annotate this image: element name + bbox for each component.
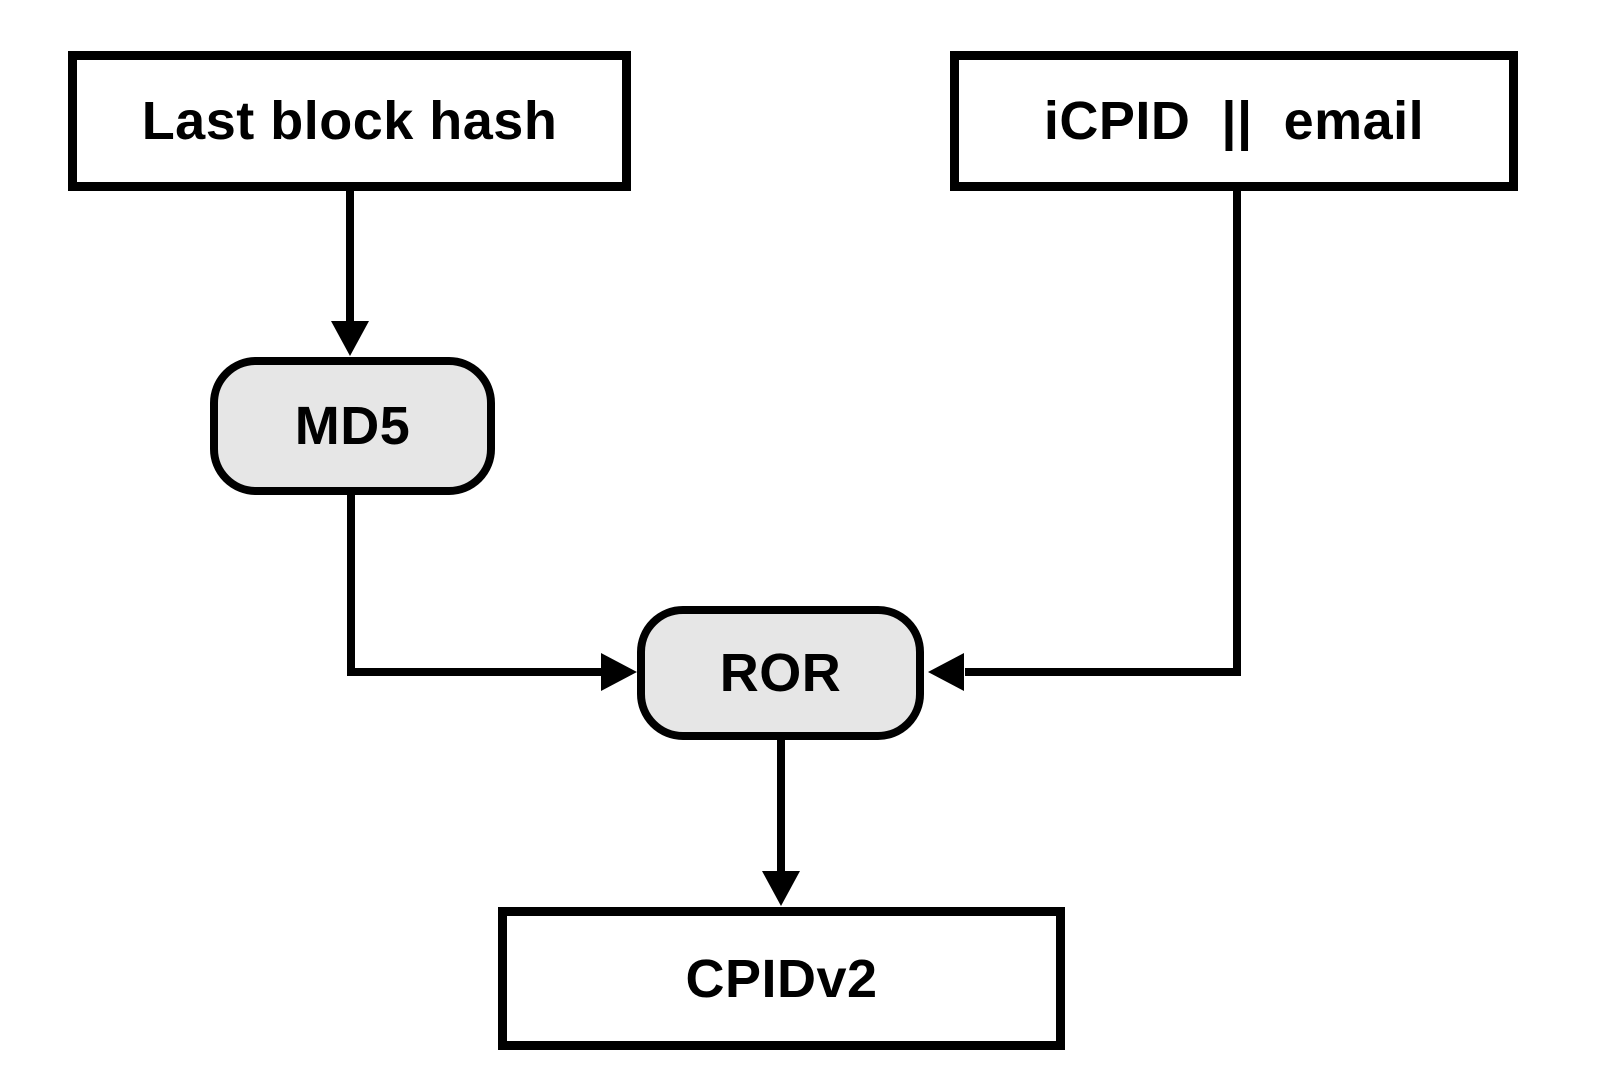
edge-icpid-email-to-ror [965, 191, 1241, 676]
node-icpid-email: iCPID || email [950, 51, 1518, 191]
edge-ror-to-cpidv2-arrowhead [762, 871, 800, 906]
node-cpidv2: CPIDv2 [498, 907, 1065, 1050]
edge-md5-to-ror [347, 495, 602, 676]
node-md5: MD5 [210, 357, 495, 495]
edge-last-block-hash-to-md5-arrowhead [331, 321, 369, 356]
node-last-block-hash: Last block hash [68, 51, 631, 191]
edge-icpid-email-to-ror-arrowhead [928, 653, 964, 691]
node-icpid-email-label: iCPID || email [1043, 91, 1425, 151]
node-md5-label: MD5 [294, 396, 411, 456]
edge-md5-to-ror-arrowhead [601, 653, 637, 691]
node-ror: ROR [637, 606, 924, 740]
node-ror-label: ROR [719, 643, 842, 703]
node-cpidv2-label: CPIDv2 [685, 948, 878, 1009]
node-last-block-hash-label: Last block hash [141, 91, 558, 151]
